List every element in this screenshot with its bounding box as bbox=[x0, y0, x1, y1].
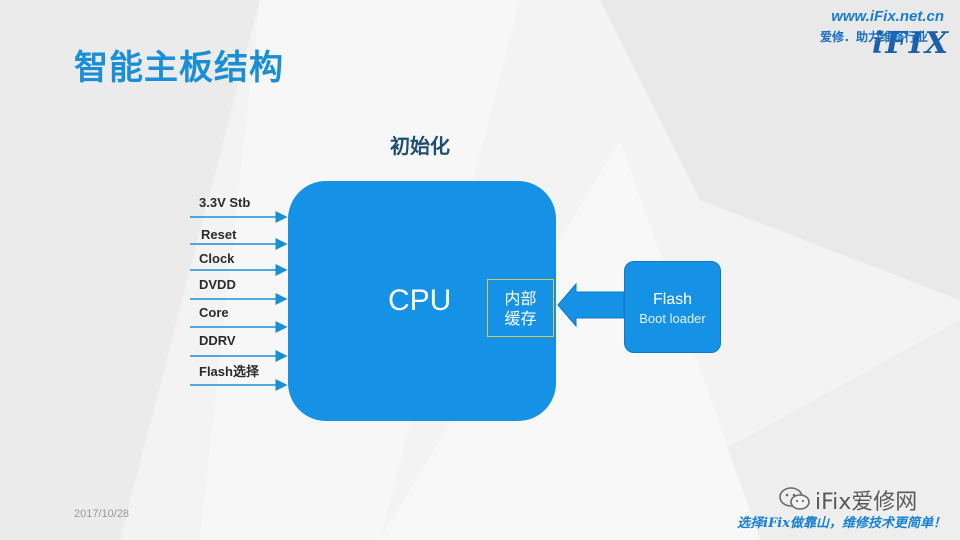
logo-url: www.iFix.net.cn bbox=[831, 8, 944, 25]
footer-slogan: 选择iFix做靠山，维修技术更简单！ bbox=[737, 516, 946, 531]
signal-label-core: Core bbox=[199, 305, 229, 320]
flash-block: Flash Boot loader bbox=[624, 261, 721, 353]
diagram-heading: 初始化 bbox=[390, 134, 450, 158]
flash-title: Flash bbox=[652, 291, 693, 308]
slide-title: 智能主板结构 bbox=[74, 48, 284, 88]
signal-label-3v3-stb: 3.3V Stb bbox=[199, 195, 251, 210]
signal-label-ddrv: DDRV bbox=[199, 333, 236, 348]
wechat-icon bbox=[779, 487, 810, 510]
slide-date: 2017/10/28 bbox=[74, 508, 130, 520]
flash-to-cache-arrow bbox=[557, 282, 625, 328]
signal-label-flash-select: Flash选择 bbox=[199, 364, 259, 379]
internal-cache-box: 内部 缓存 bbox=[487, 279, 554, 337]
cpu-label: CPU bbox=[388, 284, 452, 317]
cache-label-line2: 缓存 bbox=[504, 309, 537, 328]
signal-label-clock: Clock bbox=[199, 251, 235, 266]
logo-slogan: 爱修．助力维修行业 bbox=[820, 30, 929, 44]
flash-subtitle: Boot loader bbox=[639, 311, 706, 326]
cpu-block bbox=[288, 181, 556, 421]
wechat-account-name: iFix爱修网 bbox=[815, 490, 918, 515]
logo-mark: iFIX bbox=[872, 26, 951, 61]
signal-label-reset: Reset bbox=[201, 227, 237, 242]
cache-label-line1: 内部 bbox=[504, 289, 537, 308]
signal-label-dvdd: DVDD bbox=[199, 277, 236, 292]
